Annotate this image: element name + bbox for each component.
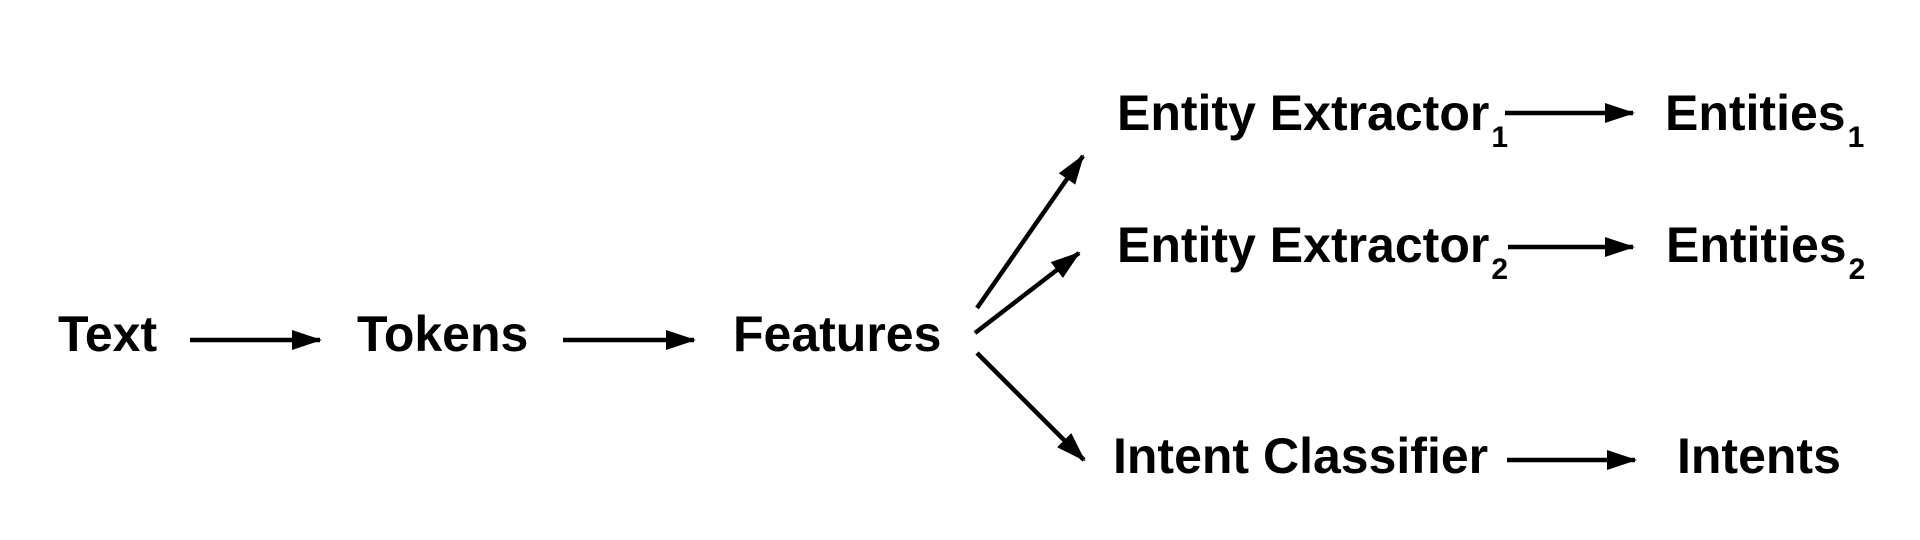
node-entities-2: Entities2 [1666,220,1865,285]
node-entity-extractor-2-label: Entity Extractor [1117,217,1490,273]
node-features: Features [733,309,941,359]
node-intents-label: Intents [1677,428,1841,484]
node-tokens-label: Tokens [357,306,529,362]
node-entity-extractor-2: Entity Extractor2 [1117,220,1508,285]
node-entities-1-label: Entities [1665,85,1846,141]
node-intent-classifier: Intent Classifier [1113,431,1488,481]
node-entities-1-subscript: 1 [1847,120,1865,154]
node-entity-extractor-1-label: Entity Extractor [1117,85,1490,141]
node-text-label: Text [58,306,158,362]
node-tokens: Tokens [357,309,528,359]
arrow-features-to-entity-extractor-1 [975,154,1085,310]
node-entities-1: Entities1 [1665,88,1864,153]
node-entities-2-label: Entities [1666,217,1847,273]
arrow-features-to-intent-classifier [975,351,1086,462]
node-entity-extractor-1: Entity Extractor1 [1117,88,1508,153]
node-entity-extractor-2-subscript: 2 [1491,252,1509,286]
node-features-label: Features [733,306,942,362]
node-intent-classifier-label: Intent Classifier [1113,428,1489,484]
node-intents: Intents [1677,431,1841,481]
node-text: Text [58,309,157,359]
node-entity-extractor-1-subscript: 1 [1491,120,1509,154]
node-entities-2-subscript: 2 [1848,252,1866,286]
arrow-features-to-entity-extractor-2 [973,251,1081,335]
